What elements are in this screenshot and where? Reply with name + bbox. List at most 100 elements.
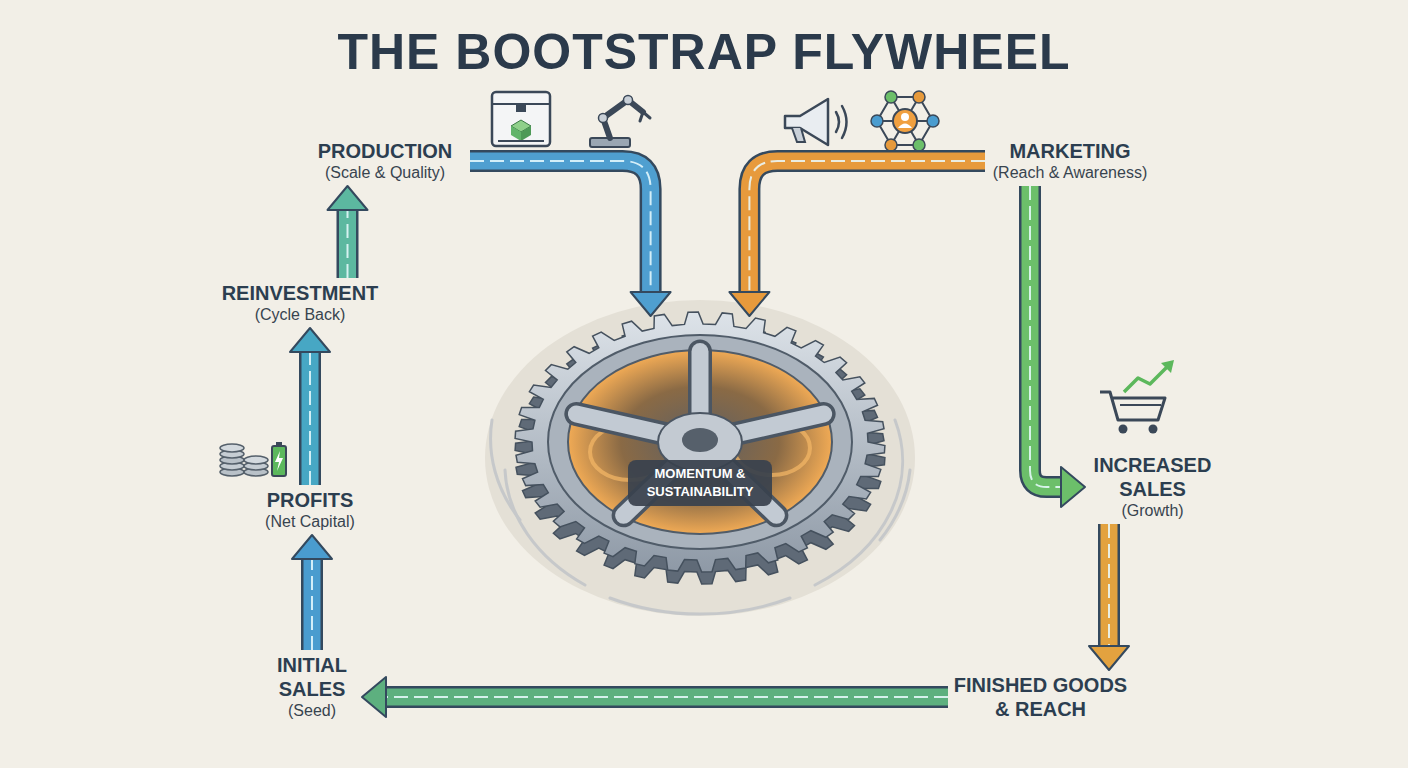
arrow-heads (729, 292, 769, 316)
stage-label: INITIAL SALES(Seed) (262, 650, 362, 724)
arrow-band (1030, 186, 1063, 487)
flow-arrow (290, 328, 330, 485)
gear-shape-part (729, 414, 824, 436)
arrow-outline (337, 208, 359, 278)
printer-icon-part (516, 104, 526, 112)
stage-label: INCREASED SALES(Growth) (1085, 450, 1220, 524)
flow-arrow (328, 186, 368, 278)
arrow-outline (470, 161, 651, 294)
cart-icon-part (1161, 360, 1174, 373)
arrow-heads (290, 328, 330, 352)
network-icon-part (901, 113, 909, 121)
arrow-outline (749, 161, 985, 294)
gear-shape-part (682, 428, 718, 452)
robot-arm-icon-part (599, 114, 608, 123)
network-icon-part (885, 91, 897, 103)
gear-shadow (485, 300, 915, 616)
battery-icon (272, 442, 286, 476)
stage-subtitle: (Growth) (1085, 501, 1220, 521)
gear-shape-part (576, 414, 671, 436)
diagram-title: THE BOOTSTRAP FLYWHEEL (0, 22, 1408, 82)
battery-icon-part (276, 442, 282, 446)
gear-shape-part (688, 351, 712, 421)
stage-subtitle: (Seed) (262, 701, 362, 721)
arrow-outline (1098, 524, 1120, 648)
gear-shape-part (568, 350, 832, 534)
motion-lines-part (610, 598, 790, 614)
coins-icon (220, 444, 268, 476)
flywheel-gear: MOMENTUM & SUSTAINABILITY (510, 300, 890, 590)
arrow-outline (384, 686, 948, 708)
gear-shape (510, 300, 890, 590)
flow-arrow (1030, 186, 1085, 507)
arrow-heads (328, 186, 368, 210)
network-icon-part-part (877, 97, 933, 145)
robot-arm-icon-part (624, 96, 633, 105)
printer-icon-part (492, 92, 550, 146)
arrow-band (339, 208, 356, 278)
stage-heading: MARKETING (985, 139, 1155, 163)
stage-heading: INCREASED SALES (1085, 453, 1220, 501)
network-icon-part (913, 139, 925, 151)
network-icon-part (893, 109, 917, 133)
printer-icon (492, 92, 550, 146)
stage-subtitle: (Cycle Back) (205, 305, 395, 325)
stage-label: REINVESTMENT(Cycle Back) (205, 278, 395, 328)
stage-heading: PRODUCTION (300, 139, 470, 163)
arrow-band (302, 350, 319, 485)
gear-shadow-part (485, 300, 915, 616)
arrow-spark (749, 161, 985, 294)
network-icon-part (885, 139, 897, 151)
gear-shape-part (515, 312, 885, 572)
arrow-head (1089, 646, 1129, 670)
flow-arrow (470, 161, 671, 316)
stage-heading: PROFITS (255, 488, 365, 512)
network-icon-part (913, 91, 925, 103)
arrow-spark (1030, 186, 1063, 487)
coins-icon-part (220, 444, 244, 452)
arrow-band (304, 557, 321, 650)
stage-label: FINISHED GOODS & REACH (948, 670, 1133, 724)
arrow-spark (1108, 524, 1110, 648)
gear-shape-part (548, 335, 852, 549)
gear-shape-part (576, 414, 671, 436)
arrow-spark (311, 557, 313, 650)
printer-icon-part (498, 140, 544, 142)
arrow-head (290, 328, 330, 352)
arrow-spark (384, 696, 948, 698)
megaphone-icon (785, 99, 847, 145)
stage-label: PROFITS(Net Capital) (255, 485, 365, 535)
printer-icon-part (521, 126, 531, 141)
arrow-heads (1089, 646, 1129, 670)
arrow-spark (347, 208, 349, 278)
stage-heading: INITIAL SALES (262, 653, 362, 701)
network-icon-part (898, 124, 912, 129)
stage-heading: REINVESTMENT (205, 281, 395, 305)
cart-icon-part (1149, 425, 1158, 434)
stage-subtitle: (Net Capital) (255, 512, 365, 532)
network-icon-part (871, 115, 883, 127)
gear-shape-part (628, 460, 772, 506)
battery-icon-part (275, 451, 283, 471)
arrow-band (1101, 524, 1118, 648)
gear-shape-part (692, 351, 709, 421)
gear-shape-part (729, 414, 824, 436)
stage-subtitle: (Scale & Quality) (300, 163, 470, 183)
stage-label: MARKETING(Reach & Awareness) (985, 136, 1155, 186)
coins-icon-part (244, 456, 268, 464)
arrow-spark (309, 350, 311, 485)
flow-arrow (1089, 524, 1129, 670)
flow-arrow (292, 535, 332, 650)
arrow-heads (1061, 467, 1085, 507)
cart-icon-part (1124, 366, 1168, 392)
cart-icon-part (1120, 404, 1161, 406)
arrow-heads (292, 535, 332, 559)
arrow-heads (362, 677, 386, 717)
flow-arrow (729, 161, 985, 316)
printer-icon-part (511, 126, 521, 141)
cart-icon-part (1100, 392, 1165, 420)
stage-label: PRODUCTION(Scale & Quality) (300, 136, 470, 186)
robot-arm-icon-part (603, 100, 643, 138)
stage-heading: FINISHED GOODS & REACH (948, 673, 1133, 721)
network-icon (871, 91, 939, 151)
